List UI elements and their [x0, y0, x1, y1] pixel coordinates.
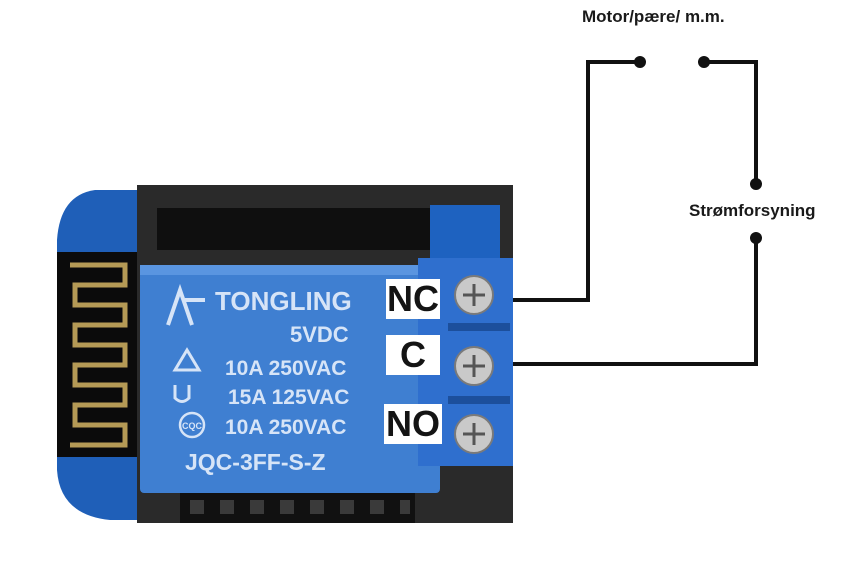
- board-corner: [430, 205, 500, 260]
- relay-body: [140, 265, 440, 493]
- relay-rating-1: 10A 250VAC: [225, 357, 346, 380]
- terminal-label-nc: NC: [386, 278, 440, 319]
- relay-brand: TONGLING: [215, 286, 352, 316]
- antenna-trace: [70, 262, 128, 448]
- terminal-divider: [448, 323, 510, 331]
- bottom-pin-holes: [190, 500, 410, 514]
- wire-nc-to-load: [513, 60, 640, 302]
- relay-highlight: [140, 265, 440, 275]
- relay-model: JQC-3FF-S-Z: [185, 449, 326, 475]
- relay-rating-2: 15A 125VAC: [228, 386, 349, 409]
- wire-load-to-supply: [704, 60, 758, 184]
- power-supply-label: Strømforsyning: [689, 201, 816, 220]
- wire-supply-to-c: [513, 238, 758, 366]
- load-label: Motor/pære/ m.m.: [582, 7, 725, 26]
- cqc-mark-icon: [178, 411, 206, 439]
- load-terminal-right: [698, 56, 710, 68]
- relay-voltage: 5VDC: [290, 322, 349, 347]
- relay-rating-3: 10A 250VAC: [225, 416, 346, 439]
- tongling-logo-icon: [166, 283, 205, 326]
- supply-terminal-bottom: [750, 232, 762, 244]
- cqc-mark-text: CQC: [182, 421, 203, 431]
- warning-triangle-icon: [172, 347, 202, 372]
- ul-mark-icon: [173, 385, 191, 403]
- terminal-label-c: C: [386, 335, 440, 375]
- supply-terminal-top: [750, 178, 762, 190]
- screw-nc-icon: [454, 275, 494, 315]
- screw-c-icon: [454, 346, 494, 386]
- load-terminal-left: [634, 56, 646, 68]
- terminal-label-no: NO: [384, 403, 442, 444]
- terminal-divider: [448, 396, 510, 404]
- screw-no-icon: [454, 414, 494, 454]
- top-header-pins: [157, 208, 437, 250]
